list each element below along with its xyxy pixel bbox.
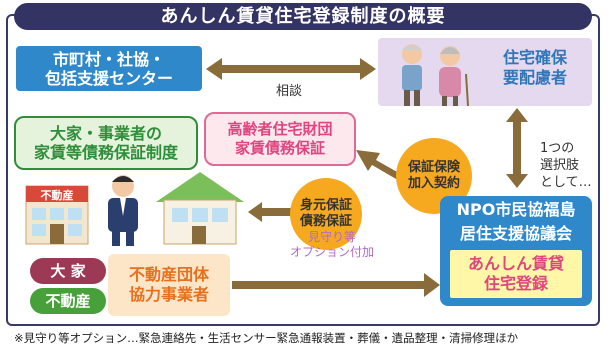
insurance-line-2: 加入契約 <box>407 176 460 191</box>
shop-sign: 不動産 <box>41 188 74 202</box>
elderly-label: 住宅確保 要配慮者 <box>486 48 584 88</box>
watch-line-2: オプション付加 <box>289 245 374 259</box>
registration-line-1: あんしん賃貸 <box>467 254 564 273</box>
watch-line-1: 見守り等 <box>307 230 356 244</box>
npo-box: NPO市民協福島 居住支援協議会 あんしん賃貸 住宅登録 <box>440 196 592 306</box>
consult-label: 相談 <box>276 84 303 99</box>
identity-line-1: 身元保証 <box>299 198 352 213</box>
choice-line-1: 1つの <box>540 141 575 156</box>
elderly-fund-line-1: 高齢者住宅財団 <box>227 120 333 138</box>
npo-council: 居住支援協議会 <box>459 224 572 243</box>
footnote: ※見守り等オプション…緊急連絡先・生活センサー緊急通報装置・葬儀・遺品整理・清掃… <box>14 331 519 345</box>
insurance-line-1: 保証保険 <box>407 160 460 175</box>
municipality-line-1: 市町村・社協・ <box>52 49 165 69</box>
elderly-line-1: 住宅確保 <box>502 48 567 67</box>
npo-name: NPO市民協福島 <box>456 200 576 219</box>
guarantee-arrow <box>248 202 296 222</box>
consult-double-arrow <box>206 58 376 80</box>
municipality-box: 市町村・社協・ 包括支援センター <box>16 46 202 91</box>
landlord-guarantee-line-2: 家賃等債務保証制度 <box>33 143 178 162</box>
realty-line-2: 協力事業者 <box>128 285 209 304</box>
choice-line-3: として… <box>540 175 592 190</box>
realty-line-1: 不動産団体 <box>128 265 209 284</box>
choice-vertical-arrow <box>506 108 528 188</box>
diagram-title: あんしん賃貸住宅登録制度の概要 <box>14 3 592 30</box>
realty-arrow <box>232 273 440 297</box>
identity-line-2: 債務保証 <box>299 214 352 229</box>
elderly-fund-box: 高齢者住宅財団 家賃債務保証 <box>204 112 356 166</box>
registration-line-2: 住宅登録 <box>483 274 548 293</box>
identity-guarantee-circle: 身元保証 債務保証 <box>290 178 362 250</box>
municipality-line-2: 包括支援センター <box>44 68 173 88</box>
anshin-registration-box: あんしん賃貸 住宅登録 <box>450 250 582 298</box>
real-estate-tag: 不動産 <box>30 288 106 314</box>
choice-note: 1つの 選択肢 として… <box>540 140 592 191</box>
choice-line-2: 選択肢 <box>540 158 580 173</box>
realty-group-box: 不動産団体 協力事業者 <box>108 254 230 316</box>
realty-shop-illustration: 不動産 <box>25 185 89 245</box>
businessman-illustration <box>108 175 138 246</box>
watch-option-note: 見守り等 オプション付加 <box>282 230 382 260</box>
elderly-line-2: 要配慮者 <box>502 68 567 87</box>
landlord-tag: 大 家 <box>30 258 106 284</box>
elderly-fund-line-2: 家賃債務保証 <box>234 139 325 157</box>
landlord-guarantee-line-1: 大家・事業者の <box>49 124 162 143</box>
elderly-couple-illustration <box>402 44 469 107</box>
house-illustration <box>156 172 244 245</box>
landlord-guarantee-box: 大家・事業者の 家賃等債務保証制度 <box>14 116 198 170</box>
